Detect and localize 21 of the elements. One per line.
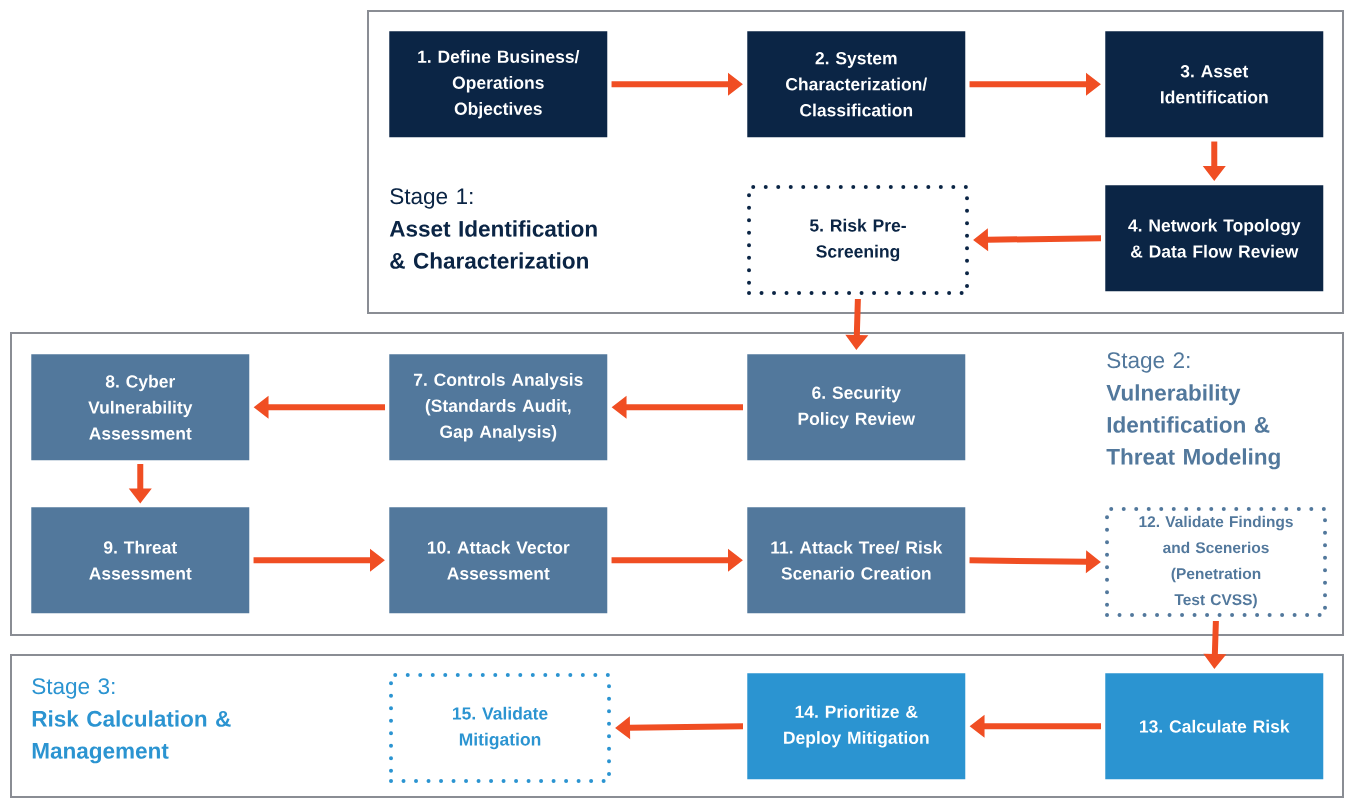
stage-label: Stage 2: [1107,352,1190,373]
step-box: 11. Attack Tree/ Risk Scenario Creation [747,507,966,614]
dotted-step-box: 5. Risk Pre-Screening [747,185,969,295]
stage-label: Stage 3: [32,678,115,699]
step-box: 6. Security Policy Review [747,354,966,461]
step-box: 2. System Characterization/ Classification [747,31,966,138]
step-box: 10. Attack Vector Assessment [389,507,608,614]
step-box: 8. Cyber Vulnerability Assessment [31,354,250,461]
stage-title: Risk Calculation & Management [32,710,231,764]
step-box: 7. Controls Analysis (Standards Audit, Gap Analysis) [389,354,608,461]
step-box: 9. Threat Assessment [31,507,250,614]
dotted-step-box: 12. Validate Findings and Scenerios (Penetration Test CVSS) [1105,507,1327,617]
stage-label: Stage 1: [390,188,473,209]
step-box: 4. Network Topology & Data Flow Review [1105,185,1324,292]
step-box: 3. Asset Identification [1105,31,1324,138]
step-box: 14. Prioritize & Deploy Mitigation [747,673,966,780]
stage-title: Vulnerability Identification & Threat Modeling [1106,384,1280,470]
step-box: 1. Define Business/ Operations Objectives [389,31,608,138]
step-box: 13. Calculate Risk [1105,673,1324,780]
stage-title: Asset Identification & Characterization [389,220,597,269]
dotted-step-box: 15. Validate Mitigation [389,673,611,783]
